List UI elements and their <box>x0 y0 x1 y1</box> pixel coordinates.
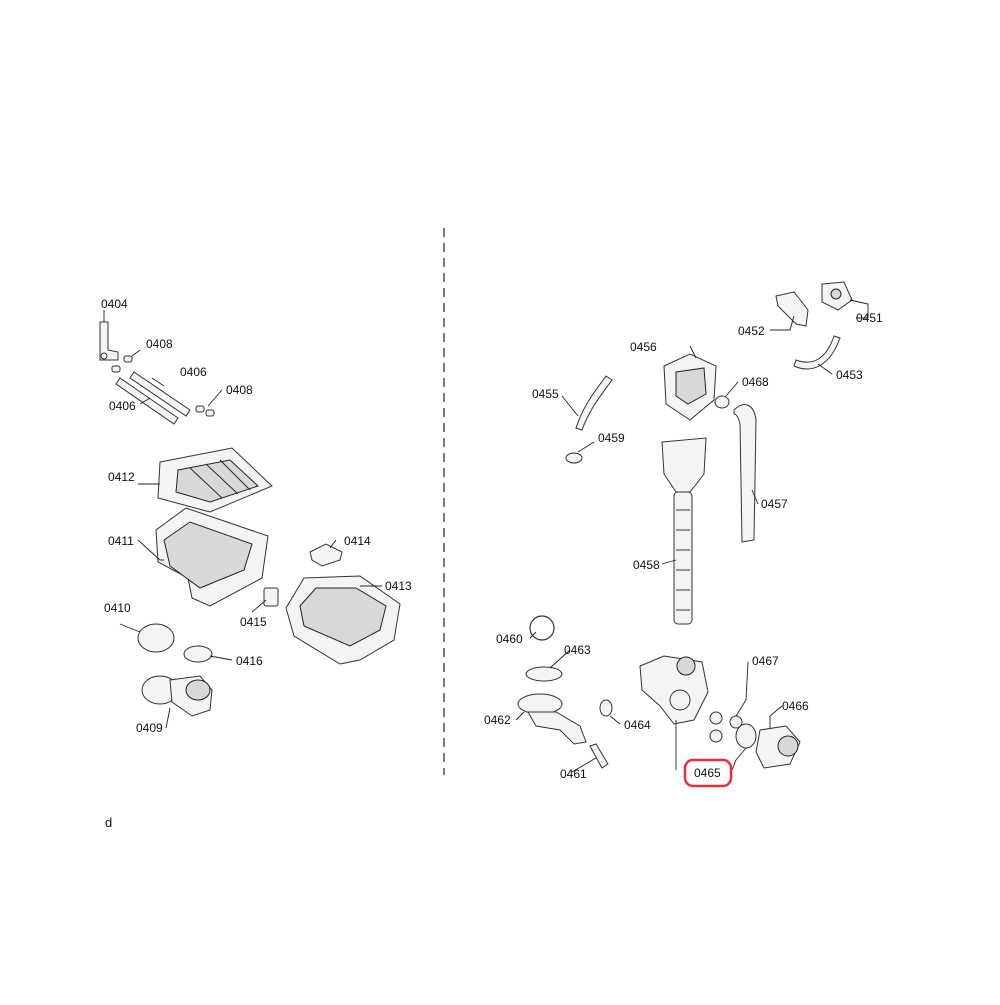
callout-0410[interactable]: 0410 <box>104 601 131 615</box>
callout-0408-bottom[interactable]: 0408 <box>226 383 253 397</box>
callout-0459[interactable]: 0459 <box>598 431 625 445</box>
callout-0406-bottom[interactable]: 0406 <box>109 399 136 413</box>
part-0458-funnel-hose <box>661 437 707 625</box>
callout-0415[interactable]: 0415 <box>240 615 267 629</box>
part-0414-cap <box>309 543 343 567</box>
part-0413-housing <box>285 575 401 665</box>
part-0452-bracket <box>775 291 809 327</box>
part-0455-hose <box>575 375 613 431</box>
labels-right-group: 0452 0451 0456 0468 0453 0455 0459 0457 … <box>484 311 883 788</box>
part-0411-tray <box>155 507 269 607</box>
callout-0456[interactable]: 0456 <box>630 340 657 354</box>
part-0461-rod <box>589 743 609 769</box>
callout-0462[interactable]: 0462 <box>484 713 511 727</box>
callout-0464[interactable]: 0464 <box>624 718 651 732</box>
part-0456-valve <box>663 353 717 421</box>
part-0463-clamp <box>525 666 563 682</box>
part-0412-grid-cover <box>157 447 273 513</box>
part-0406-rods <box>115 371 191 425</box>
part-0465-pump <box>639 655 709 725</box>
labels-left-group: 0404 0408 0406 0406 0408 0412 0411 0414 … <box>101 297 412 735</box>
part-0415-clip <box>263 587 279 607</box>
callout-0453[interactable]: 0453 <box>836 368 863 382</box>
part-0459-clip <box>565 452 583 464</box>
callout-0466[interactable]: 0466 <box>782 699 809 713</box>
part-0460-ring <box>529 615 555 641</box>
callout-0457[interactable]: 0457 <box>761 497 788 511</box>
callout-0406-top[interactable]: 0406 <box>180 365 207 379</box>
callout-0463[interactable]: 0463 <box>564 643 591 657</box>
part-0468-clamp <box>714 395 730 409</box>
part-0408-springs-top <box>111 355 133 373</box>
callout-0412[interactable]: 0412 <box>108 470 135 484</box>
callout-0409[interactable]: 0409 <box>136 721 163 735</box>
callout-0460[interactable]: 0460 <box>496 632 523 646</box>
corner-note: d <box>105 815 112 830</box>
callout-0452[interactable]: 0452 <box>738 324 765 338</box>
callout-0468[interactable]: 0468 <box>742 375 769 389</box>
part-0453-hose <box>793 335 841 370</box>
leader-lines <box>103 299 869 773</box>
part-0409-bellows <box>141 675 213 717</box>
part-0410-ring <box>137 623 175 653</box>
part-0464-clip <box>599 699 613 717</box>
callout-0461[interactable]: 0461 <box>560 767 587 781</box>
callout-0413[interactable]: 0413 <box>385 579 412 593</box>
part-0457-corrugated-hose <box>733 404 757 543</box>
part-0451-sensor <box>821 281 853 311</box>
callout-0465[interactable]: 0465 <box>694 766 721 780</box>
callout-0467[interactable]: 0467 <box>752 654 779 668</box>
callout-0411[interactable]: 0411 <box>108 534 134 548</box>
callout-0414[interactable]: 0414 <box>344 534 371 548</box>
callout-0451[interactable]: 0451 <box>856 311 883 325</box>
callout-0455[interactable]: 0455 <box>532 387 559 401</box>
highlight-box-0465 <box>683 758 733 788</box>
callout-0458[interactable]: 0458 <box>633 558 660 572</box>
part-0408-springs-bottom <box>195 405 215 417</box>
callout-0408-top[interactable]: 0408 <box>146 337 173 351</box>
part-0466-filter <box>735 723 801 769</box>
part-0404-bracket <box>99 321 119 361</box>
callout-0404[interactable]: 0404 <box>101 297 128 311</box>
callout-0416[interactable]: 0416 <box>236 654 263 668</box>
part-0416-clamp <box>183 645 213 663</box>
part-0462-sump <box>517 693 587 745</box>
